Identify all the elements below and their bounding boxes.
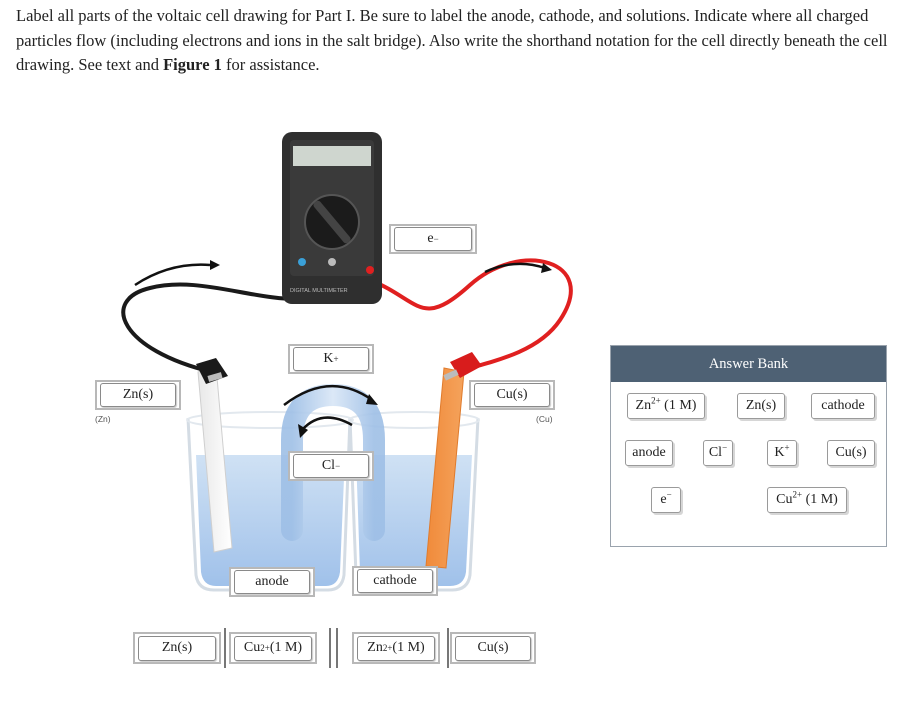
instructions-text-2: for assistance. bbox=[221, 55, 320, 74]
drop-target-cation[interactable]: K+ bbox=[288, 344, 374, 374]
red-wire bbox=[369, 258, 573, 372]
chip-label: Cu2+ (1 M) bbox=[776, 489, 838, 507]
chip-cathode[interactable]: cathode bbox=[811, 393, 875, 419]
instructions-text-1: Label all parts of the voltaic cell draw… bbox=[16, 6, 888, 74]
salt-bridge-line-1 bbox=[329, 628, 331, 668]
drop-target-left-electrode[interactable]: Zn(s) bbox=[95, 380, 181, 410]
salt-bridge-line-2 bbox=[336, 628, 338, 668]
drop-target-electron[interactable]: e− bbox=[389, 224, 477, 254]
chip-zn2-ion[interactable]: Zn2+ (1 M) bbox=[627, 393, 705, 419]
chip-label: Zn(s) bbox=[745, 398, 777, 413]
electron-flow-arrow-right bbox=[484, 262, 546, 274]
multimeter: DIGITAL MULTIMETER bbox=[282, 132, 382, 304]
notation-label: Cu(s) bbox=[455, 635, 531, 661]
drop-target-right-electrode[interactable]: Cu(s) bbox=[469, 380, 555, 410]
chip-chloride[interactable]: Cl− bbox=[703, 440, 733, 466]
notation-label: Zn(s) bbox=[138, 635, 216, 661]
placed-label: Cu(s) bbox=[474, 383, 550, 407]
chip-anode[interactable]: anode bbox=[625, 440, 673, 466]
drop-target-left-half-cell[interactable]: anode bbox=[229, 567, 315, 597]
placed-label: Cl− bbox=[293, 454, 369, 478]
chip-cu2-ion[interactable]: Cu2+ (1 M) bbox=[767, 487, 847, 513]
answer-bank-title: Answer Bank bbox=[611, 346, 886, 382]
salt-bridge bbox=[281, 383, 385, 541]
notation-slot-4[interactable]: Cu(s) bbox=[450, 632, 536, 664]
chip-zn-solid[interactable]: Zn(s) bbox=[737, 393, 785, 419]
chip-label: Cl− bbox=[708, 442, 728, 460]
electron-flow-arrow-left bbox=[134, 263, 211, 287]
chip-label: K+ bbox=[774, 442, 790, 460]
drop-target-right-half-cell[interactable]: cathode bbox=[352, 566, 438, 596]
placed-label: e− bbox=[394, 227, 472, 251]
placed-label: K+ bbox=[293, 347, 369, 371]
placed-label: anode bbox=[234, 570, 310, 594]
chip-label: anode bbox=[632, 445, 666, 460]
drop-target-anion[interactable]: Cl− bbox=[288, 451, 374, 481]
chip-label: cathode bbox=[821, 398, 865, 413]
zinc-caption: (Zn) bbox=[95, 414, 111, 424]
chip-electron[interactable]: e− bbox=[651, 487, 681, 513]
multimeter-label: DIGITAL MULTIMETER bbox=[290, 288, 348, 294]
chip-label: Zn2+ (1 M) bbox=[635, 395, 697, 413]
copper-caption: (Cu) bbox=[536, 414, 553, 424]
instructions: Label all parts of the voltaic cell draw… bbox=[16, 4, 896, 78]
phase-boundary-line bbox=[447, 628, 449, 668]
placed-label: cathode bbox=[357, 569, 433, 593]
red-clip bbox=[450, 352, 482, 378]
chip-potassium[interactable]: K+ bbox=[767, 440, 797, 466]
chip-label: Cu(s) bbox=[835, 445, 867, 460]
figure-reference: Figure 1 bbox=[163, 55, 222, 74]
notation-slot-1[interactable]: Zn(s) bbox=[133, 632, 221, 664]
placed-label: Zn(s) bbox=[100, 383, 176, 407]
chip-label: e− bbox=[660, 489, 672, 507]
anion-flow-arrow bbox=[301, 416, 353, 431]
answer-bank: Answer Bank Zn2+ (1 M) Zn(s) cathode ano… bbox=[610, 345, 887, 547]
phase-boundary-line bbox=[224, 628, 226, 668]
chip-cu-solid[interactable]: Cu(s) bbox=[827, 440, 875, 466]
cation-flow-arrow bbox=[283, 384, 373, 406]
